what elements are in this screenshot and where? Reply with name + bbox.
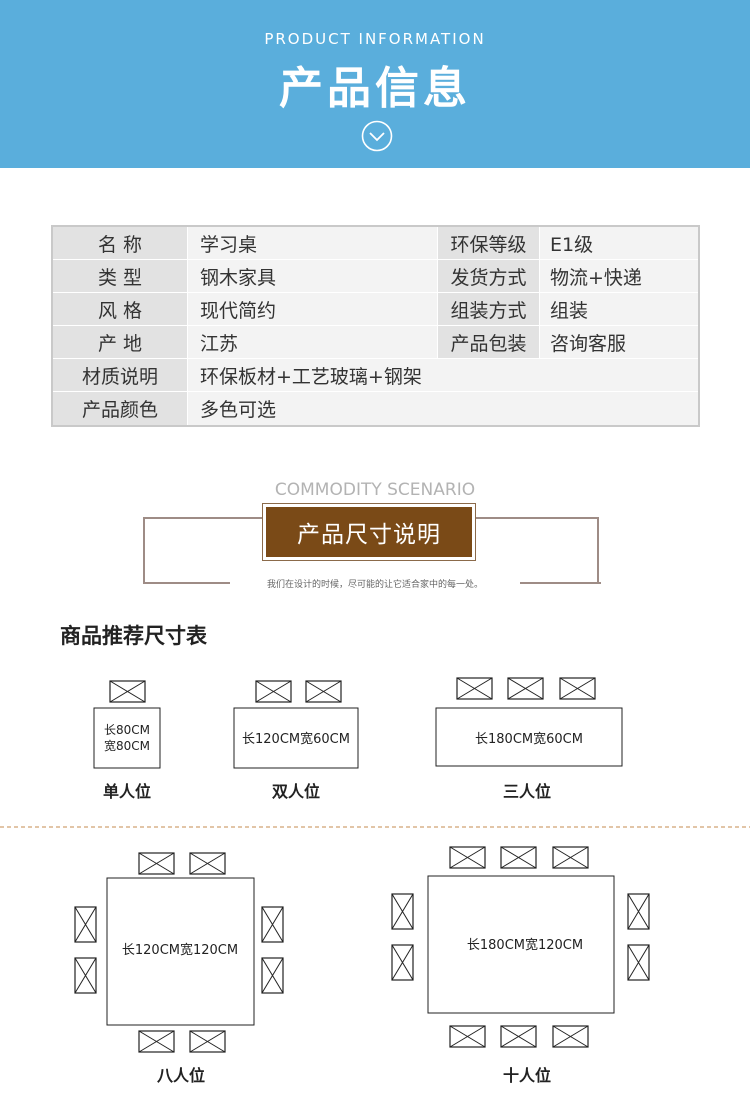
info-row: 类 型 钢木家具 发货方式 物流+快递 <box>53 260 698 293</box>
chair-icon <box>559 677 596 700</box>
scenario-cn-title: 产品尺寸说明 <box>266 507 472 557</box>
table-ten <box>427 875 615 1014</box>
size-label-double: 长120CM宽60CM <box>242 731 350 747</box>
chair-icon <box>391 893 414 930</box>
caption-double: 双人位 <box>272 782 320 801</box>
chair-icon <box>507 677 544 700</box>
caption-triple: 三人位 <box>503 782 551 801</box>
info-label: 材质说明 <box>53 359 188 391</box>
info-value: 学习桌 <box>188 227 438 259</box>
size-label-triple: 长180CM宽60CM <box>475 731 583 747</box>
chevron-down-circle-icon <box>361 120 393 152</box>
info-label: 名 称 <box>53 227 188 259</box>
info-label: 产品包装 <box>438 326 540 358</box>
info-row: 材质说明 环保板材+工艺玻璃+钢架 <box>53 359 698 392</box>
chair-icon <box>189 852 226 875</box>
info-row: 名 称 学习桌 环保等级 E1级 <box>53 227 698 260</box>
chair-icon <box>189 1030 226 1053</box>
divider <box>500 582 601 584</box>
product-info-table: 名 称 学习桌 环保等级 E1级 类 型 钢木家具 发货方式 物流+快递 风 格… <box>51 225 700 427</box>
chair-icon <box>449 846 486 869</box>
chair-icon <box>138 1030 175 1053</box>
table-triple <box>435 707 623 767</box>
chair-icon <box>255 680 292 703</box>
table-eight <box>106 877 255 1026</box>
info-value: E1级 <box>540 227 698 259</box>
chair-icon <box>261 957 284 994</box>
chair-icon <box>305 680 342 703</box>
info-value: 组装 <box>540 293 698 325</box>
info-label: 产品颜色 <box>53 392 188 425</box>
size-table-title: 商品推荐尺寸表 <box>60 624 207 648</box>
scenario-badge: 产品尺寸说明 <box>262 503 476 561</box>
chair-icon <box>627 893 650 930</box>
scenario-tagline: 我们在设计的时候，尽可能的让它适合家中的每一处。 <box>230 577 520 590</box>
chair-icon <box>552 1025 589 1048</box>
chair-icon <box>74 957 97 994</box>
header-en-title: PRODUCT INFORMATION <box>264 30 486 48</box>
info-value: 咨询客服 <box>540 326 698 358</box>
chair-icon <box>456 677 493 700</box>
info-row: 风 格 现代简约 组装方式 组装 <box>53 293 698 326</box>
info-row: 产 地 江苏 产品包装 咨询客服 <box>53 326 698 359</box>
info-label: 发货方式 <box>438 260 540 292</box>
caption-eight: 八人位 <box>156 1066 205 1085</box>
info-label: 产 地 <box>53 326 188 358</box>
info-value: 钢木家具 <box>188 260 438 292</box>
chair-icons <box>74 677 650 1053</box>
info-value: 多色可选 <box>188 392 698 425</box>
divider <box>143 582 235 584</box>
caption-single: 单人位 <box>103 782 151 801</box>
info-label: 组装方式 <box>438 293 540 325</box>
info-value: 环保板材+工艺玻璃+钢架 <box>188 359 698 391</box>
scenario-en-title: COMMODITY SCENARIO <box>274 480 476 500</box>
product-info-header: PRODUCT INFORMATION 产品信息 <box>0 0 750 168</box>
chair-icon <box>109 680 146 703</box>
seating-diagrams: 长80CM 宽80CM 单人位 长120CM宽60CM 双人位 长180CM宽6… <box>0 677 750 1085</box>
chair-icon <box>261 906 284 943</box>
size-label-single-1: 长80CM <box>104 723 150 737</box>
chair-icon <box>74 906 97 943</box>
table-double <box>233 707 359 769</box>
info-label: 风 格 <box>53 293 188 325</box>
chair-icon <box>449 1025 486 1048</box>
info-value: 物流+快递 <box>540 260 698 292</box>
chair-icon <box>627 944 650 981</box>
chair-icon <box>391 944 414 981</box>
chair-icon <box>138 852 175 875</box>
chair-icon <box>552 846 589 869</box>
info-row: 产品颜色 多色可选 <box>53 392 698 425</box>
info-label: 类 型 <box>53 260 188 292</box>
chair-icon <box>500 1025 537 1048</box>
info-value: 现代简约 <box>188 293 438 325</box>
caption-ten: 十人位 <box>503 1066 551 1085</box>
size-label-ten: 长180CM宽120CM <box>467 937 583 953</box>
size-label-eight: 长120CM宽120CM <box>122 942 238 958</box>
chair-icon <box>500 846 537 869</box>
table-single <box>93 707 161 769</box>
size-label-single-2: 宽80CM <box>104 738 150 753</box>
header-cn-title: 产品信息 <box>279 63 471 114</box>
info-value: 江苏 <box>188 326 438 358</box>
info-label: 环保等级 <box>438 227 540 259</box>
